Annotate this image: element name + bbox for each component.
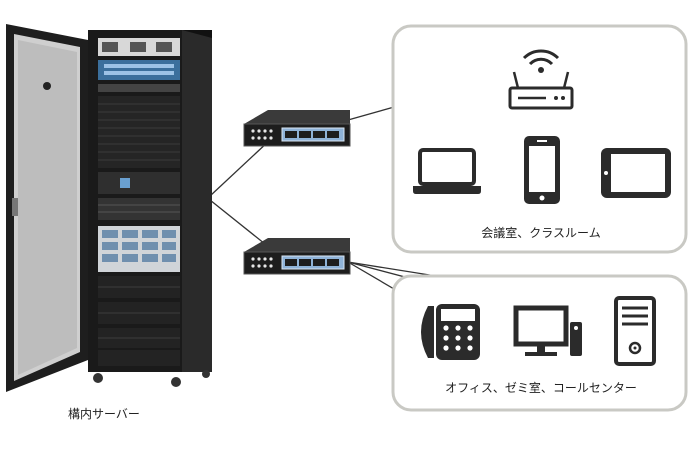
caster	[171, 377, 181, 387]
rack-unit	[98, 60, 180, 80]
rack-unit	[98, 198, 180, 220]
door-handle	[43, 82, 51, 90]
link-rack-switch1	[209, 139, 271, 197]
rack-unit	[98, 96, 180, 168]
caster	[202, 370, 210, 378]
panel-bottom-caption: オフィス、ゼミ室、コールセンター	[445, 380, 637, 395]
tablet-icon	[601, 148, 671, 198]
panel-top-caption: 会議室、クラスルーム	[481, 225, 600, 240]
rack-unit	[98, 84, 180, 92]
rack-unit	[98, 172, 180, 194]
link-rack-switch2	[209, 199, 271, 249]
server-caption: 構内サーバー	[68, 407, 140, 421]
desktop-monitor-icon	[513, 305, 582, 356]
caster	[93, 373, 103, 383]
wifi-router-icon	[508, 49, 574, 110]
server-rack	[6, 24, 212, 392]
network-switch-2	[243, 238, 351, 275]
smartphone-icon	[524, 136, 560, 204]
pc-tower-icon	[614, 296, 656, 366]
rack-unit	[98, 350, 180, 366]
network-switch-1	[243, 110, 351, 147]
laptop-icon	[413, 148, 481, 194]
ip-phone-icon	[421, 304, 480, 360]
